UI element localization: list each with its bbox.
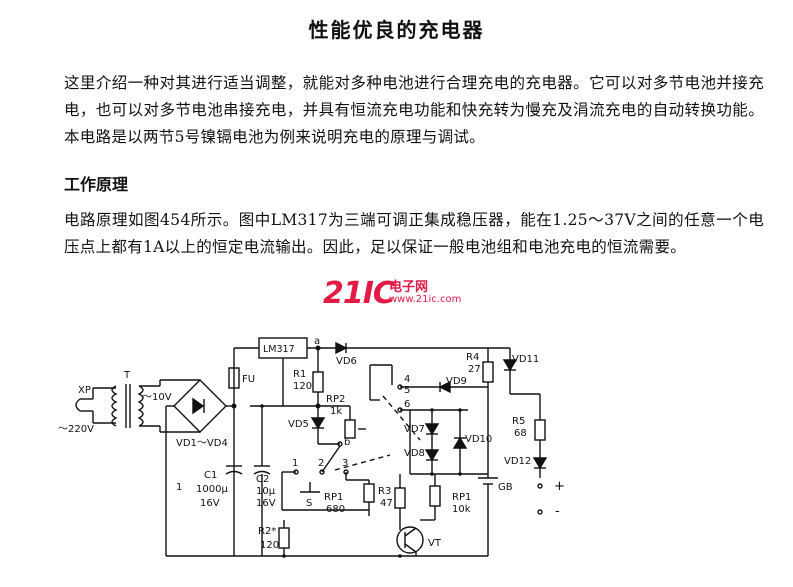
- label-bridge: VD1～VD4: [176, 438, 228, 449]
- label-rp1bv: 10k: [452, 504, 471, 515]
- label-mains: ～220V: [58, 424, 94, 435]
- principle-paragraph: 电路原理如图454所示。图中LM317为三端可调正集成稳压器，能在1.25～37…: [64, 211, 764, 256]
- label-vd9: VD9: [446, 376, 467, 387]
- section-heading: 工作原理: [64, 175, 129, 194]
- article-title: 性能优良的充电器: [308, 18, 485, 42]
- watermark-url: www.21ic.com: [389, 294, 462, 305]
- label-vt: VT: [428, 538, 442, 549]
- label-r4: R4: [466, 352, 479, 363]
- label-lm317: LM317: [263, 344, 295, 355]
- label-c1: C1: [204, 470, 217, 481]
- label-r3: R3: [378, 486, 391, 497]
- vd5-diode: [310, 417, 326, 430]
- label-s: S: [306, 498, 312, 509]
- transformer-primary: [111, 385, 118, 427]
- transformer-secondary: [137, 385, 144, 427]
- label-n1: 1: [176, 482, 182, 493]
- vd7-diode: [424, 423, 440, 436]
- label-rp2: RP2: [326, 394, 345, 405]
- vd8-diode: [424, 449, 440, 462]
- label-r4v: 27: [468, 364, 481, 375]
- r1-resistor: [312, 371, 324, 393]
- label-sec: ～10V: [142, 392, 172, 403]
- label-sw4: 4: [404, 374, 410, 385]
- label-r3v: 47: [380, 498, 393, 509]
- label-sw2: 2: [318, 458, 324, 469]
- label-sw5: 5: [404, 385, 410, 396]
- label-c2v: 10μ: [256, 486, 276, 497]
- intro-paragraph: 这里介绍一种对其进行适当调整，就能对多种电池进行合理充电的充电器。它可以对多节电…: [64, 74, 764, 146]
- label-vd7: VD7: [404, 424, 425, 435]
- label-sw1: 1: [292, 458, 298, 469]
- label-b: b: [344, 437, 350, 448]
- vd6-diode: [335, 341, 348, 355]
- label-sw3: 3: [342, 458, 348, 469]
- label-rp2v: 1k: [330, 406, 342, 417]
- label-sw6: 6: [404, 399, 410, 410]
- label-a: a: [314, 336, 320, 347]
- label-c1v: 1000μ: [196, 484, 228, 495]
- label-vd12: VD12: [504, 456, 531, 467]
- label-c2: C2: [256, 474, 269, 485]
- label-rp1b: RP1: [452, 492, 471, 503]
- bridge-rectifier: [173, 379, 227, 433]
- plug-symbol: [75, 398, 81, 412]
- vd12-led: [532, 457, 548, 470]
- label-rp1av: 680: [326, 504, 345, 515]
- label-xp: XP: [78, 385, 91, 396]
- label-vd6: VD6: [336, 356, 357, 367]
- label-vd10: VD10: [465, 434, 492, 445]
- label-vd8: VD8: [404, 448, 425, 459]
- label-t: T: [123, 370, 131, 381]
- label-plus: +: [554, 479, 565, 494]
- vd11-led: [502, 359, 518, 372]
- label-rp1a: RP1: [324, 492, 343, 503]
- watermark-logo: 21IC 电子网 www.21ic.com: [323, 276, 461, 311]
- label-r5v: 68: [514, 428, 527, 439]
- label-r5: R5: [512, 416, 525, 427]
- label-minus: -: [555, 504, 560, 519]
- label-gb: GB: [498, 482, 513, 493]
- watermark-cn-text: 电子网: [389, 280, 429, 295]
- label-c2u: 16V: [256, 498, 276, 509]
- label-r2v: 120: [260, 540, 279, 551]
- watermark-logo-text: 21IC: [323, 276, 395, 311]
- label-vd11: VD11: [512, 354, 539, 365]
- label-fu: FU: [242, 374, 255, 385]
- label-r1v: 120: [293, 381, 312, 392]
- label-r1: R1: [293, 369, 306, 380]
- label-r2: R2*: [258, 526, 276, 537]
- label-vd5: VD5: [288, 419, 309, 430]
- label-c1u: 16V: [200, 498, 220, 509]
